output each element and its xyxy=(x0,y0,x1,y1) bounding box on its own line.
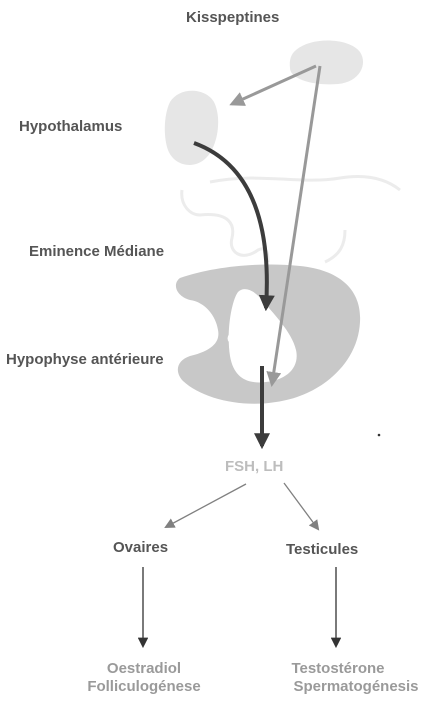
eminence-mediane-label: Eminence Médiane xyxy=(29,243,164,261)
kisspeptine-to-hypothalamus-arrow xyxy=(232,66,316,104)
brain-contour-line xyxy=(325,230,345,262)
testicules-label: Testicules xyxy=(286,541,358,559)
kisspeptines-label: Kisspeptines xyxy=(186,9,279,27)
spermatogenesis-label: Spermatogénesis xyxy=(276,678,436,696)
hypophyse-anterieure-label: Hypophyse antérieure xyxy=(6,351,164,369)
fsh-lh-to-testicules-arrow xyxy=(284,483,318,529)
fsh-lh-to-ovaires-arrow xyxy=(166,484,246,527)
ovaires-label: Ovaires xyxy=(113,539,168,557)
testosterone-label: Testostérone xyxy=(274,660,402,678)
oestradiol-label: Oestradiol xyxy=(81,660,207,678)
gnrh-label: GnRH xyxy=(227,329,267,347)
hypothalamus-label: Hypothalamus xyxy=(19,118,122,136)
folliculogenese-label: Folliculogénese xyxy=(81,678,207,696)
kisspeptine-neuron-blob xyxy=(290,40,363,84)
hypothalamus-blob xyxy=(165,91,218,165)
fsh-lh-label: FSH, LH xyxy=(225,458,283,476)
stray-dot xyxy=(378,434,381,437)
